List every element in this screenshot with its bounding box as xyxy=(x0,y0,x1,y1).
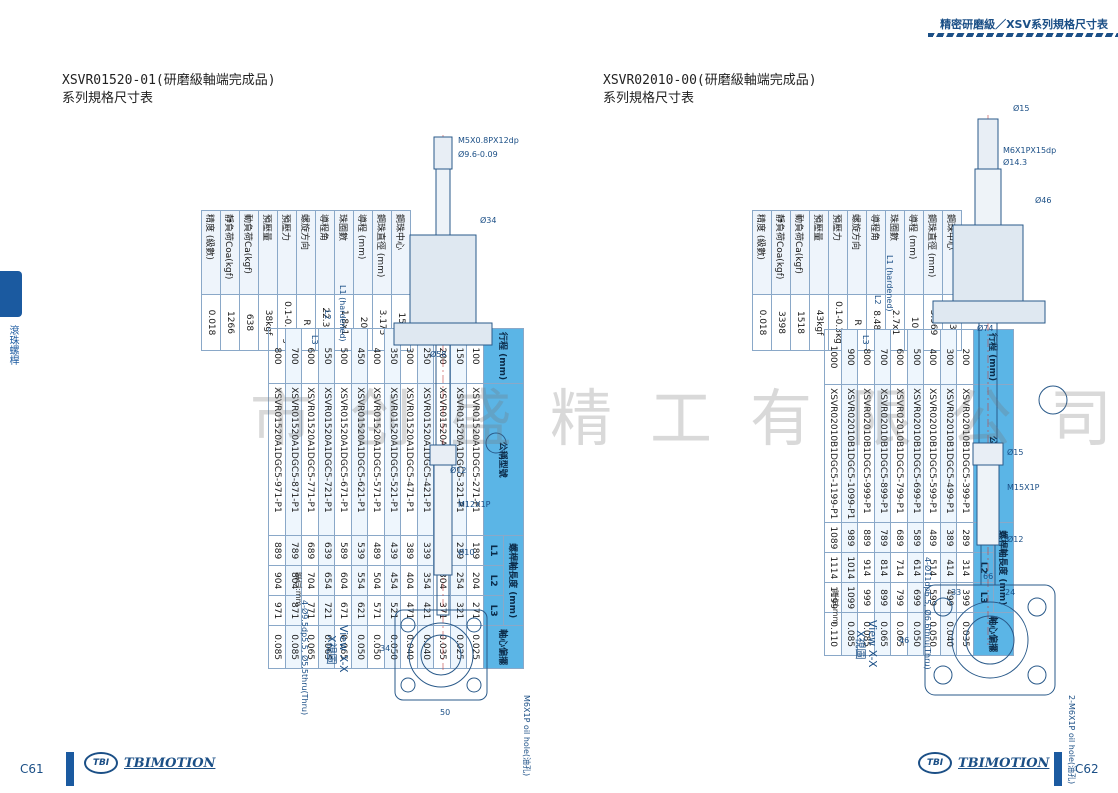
spec-key: 預壓力 xyxy=(277,210,297,295)
section-tab-label: 滾珠螺桿 xyxy=(7,325,18,365)
right-label-L1: L1 (hardened) xyxy=(885,255,894,312)
spec-value: 638 xyxy=(239,294,259,351)
right-logo: TBI TBIMOTION xyxy=(918,752,1049,774)
right-flange-note: 4-Ø11dp6.5, Ø6.6thru(Thru) xyxy=(923,557,933,670)
right-title-line2: 系列規格尺寸表 xyxy=(603,91,695,106)
right-label-dia15b: Ø15 xyxy=(1007,447,1023,457)
tbi-logo-icon: TBI xyxy=(84,752,118,774)
left-label-L3: L3 xyxy=(310,335,319,345)
value-cell: 889 xyxy=(269,535,286,566)
left-logo-text: TBIMOTION xyxy=(124,755,216,771)
right-hole-note: 2-M6X1P oil hole(油孔) xyxy=(1067,695,1077,784)
tbi-logo-icon: TBI xyxy=(918,752,952,774)
spec-key: 預壓量 xyxy=(258,210,278,295)
left-dim-34: 34 xyxy=(380,644,390,653)
right-label-L2: L2 xyxy=(873,295,882,305)
spec-row: 動負荷Ca(kgf)1518 xyxy=(790,210,810,351)
value-cell: 1089 xyxy=(825,522,842,553)
left-ballscrew-drawing: M5X0.8PX12dp Ø9.6-0.09 Ø34 Ø58 Ø12 M12X1… xyxy=(300,135,532,776)
right-label-L3: L3 xyxy=(861,335,870,345)
right-ballscrew-drawing: M6X1PX15dp Ø14.3 Ø15 Ø46 Ø74 Ø15 M15X1P … xyxy=(854,103,1077,784)
left-page-title: XSVR01520-01(研磨級軸端完成品) 系列規格尺寸表 xyxy=(62,72,276,108)
right-label-dia15: Ø15 xyxy=(1013,103,1029,113)
left-label-m12: M12X1P xyxy=(458,500,491,509)
value-cell: 971 xyxy=(269,595,286,626)
header-stripe xyxy=(928,33,1118,37)
left-view-label: View X-X xyxy=(337,625,350,673)
spec-row: 靜負荷Coa(kgf)3398 xyxy=(771,210,791,351)
left-title-line2: 系列規格尺寸表 xyxy=(62,91,154,106)
right-view-label-cn: X視圖 xyxy=(854,630,868,660)
spec-row: 靜負荷Coa(kgf)1266 xyxy=(220,210,240,351)
spec-key: 精度 (級數) xyxy=(201,210,221,295)
watermark: 市创盛精工有限公司 xyxy=(250,382,1118,455)
right-label-dia46: Ø46 xyxy=(1035,195,1051,205)
spec-key: 靜負荷Coa(kgf) xyxy=(220,210,240,295)
left-footer-bar xyxy=(66,752,74,786)
right-dim-66: 66 xyxy=(983,572,993,581)
right-page-title: XSVR02010-00(研磨級軸端完成品) 系列規格尺寸表 xyxy=(603,72,817,108)
right-logo-text: TBIMOTION xyxy=(958,755,1050,771)
left-label-dia1: Ø9.6-0.09 xyxy=(458,149,498,159)
left-label-dia12: Ø12 xyxy=(450,465,466,475)
left-logo: TBI TBIMOTION xyxy=(84,752,215,774)
spec-key: 預壓力 xyxy=(828,210,848,295)
section-tab xyxy=(0,271,22,317)
right-footer-bar xyxy=(1054,752,1062,786)
spec-value: 1266 xyxy=(220,294,240,351)
left-label-L1: L1 (hardened) xyxy=(338,285,347,342)
spec-value: 3398 xyxy=(771,294,791,351)
spec-row: 精度 (級數)0.018 xyxy=(201,210,221,351)
left-unit: 單位:mm xyxy=(294,572,303,607)
left-page-number: C61 xyxy=(20,762,44,776)
right-view-label: View X-X xyxy=(866,620,879,668)
left-label-dia58: Ø58 xyxy=(430,349,446,359)
value-cell: 0.085 xyxy=(269,625,286,669)
right-dim-33: 33 xyxy=(951,588,961,597)
spec-key: 動負荷Ca(kgf) xyxy=(790,210,810,295)
right-title-line1: XSVR02010-00(研磨級軸端完成品) xyxy=(603,73,817,88)
left-label-dia34: Ø34 xyxy=(480,215,496,225)
spec-value: 0.018 xyxy=(752,294,772,351)
value-cell: 1114 xyxy=(825,552,842,583)
spec-key: 精度 (級數) xyxy=(752,210,772,295)
left-hole-note: M6X1P oil hole(油孔) xyxy=(522,695,532,776)
right-unit: 單位:mm xyxy=(831,590,840,625)
left-label-thread: M5X0.8PX12dp xyxy=(458,136,519,145)
left-label-L2: L2 xyxy=(323,310,332,320)
spec-value: 1518 xyxy=(790,294,810,351)
catalog-section-title: 精密研磨級／XSV系列規格尺寸表 xyxy=(940,18,1108,31)
right-page-number: C62 xyxy=(1075,762,1099,776)
right-label-dia143: Ø14.3 xyxy=(1003,157,1027,167)
left-flange-note: 4-Ø9.5dp5.5, Ø5.5thru(Thru) xyxy=(300,600,310,715)
right-label-dia74: Ø74 xyxy=(977,323,993,333)
spec-row: 動負荷Ca(kgf)638 xyxy=(239,210,259,351)
right-label-thread: M6X1PX15dp xyxy=(1003,146,1056,155)
left-dim-50: 50 xyxy=(440,708,450,717)
left-view-label-cn: X視圖 xyxy=(325,635,339,665)
right-dim-46: 46 xyxy=(899,636,909,645)
left-label-dia10: Ø10 xyxy=(458,547,474,557)
spec-row: 精度 (級數)0.018 xyxy=(752,210,772,351)
spec-key: 預壓量 xyxy=(809,210,829,295)
spec-key: 動負荷Ca(kgf) xyxy=(239,210,259,295)
right-label-dia12: Ø12 xyxy=(1007,534,1023,544)
right-label-m15: M15X1P xyxy=(1007,483,1040,492)
value-cell: 904 xyxy=(269,565,286,596)
spec-value: 0.018 xyxy=(201,294,221,351)
right-dim-24: 24 xyxy=(1005,588,1015,597)
left-title-line1: XSVR01520-01(研磨級軸端完成品) xyxy=(62,73,276,88)
spec-key: 靜負荷Coa(kgf) xyxy=(771,210,791,295)
